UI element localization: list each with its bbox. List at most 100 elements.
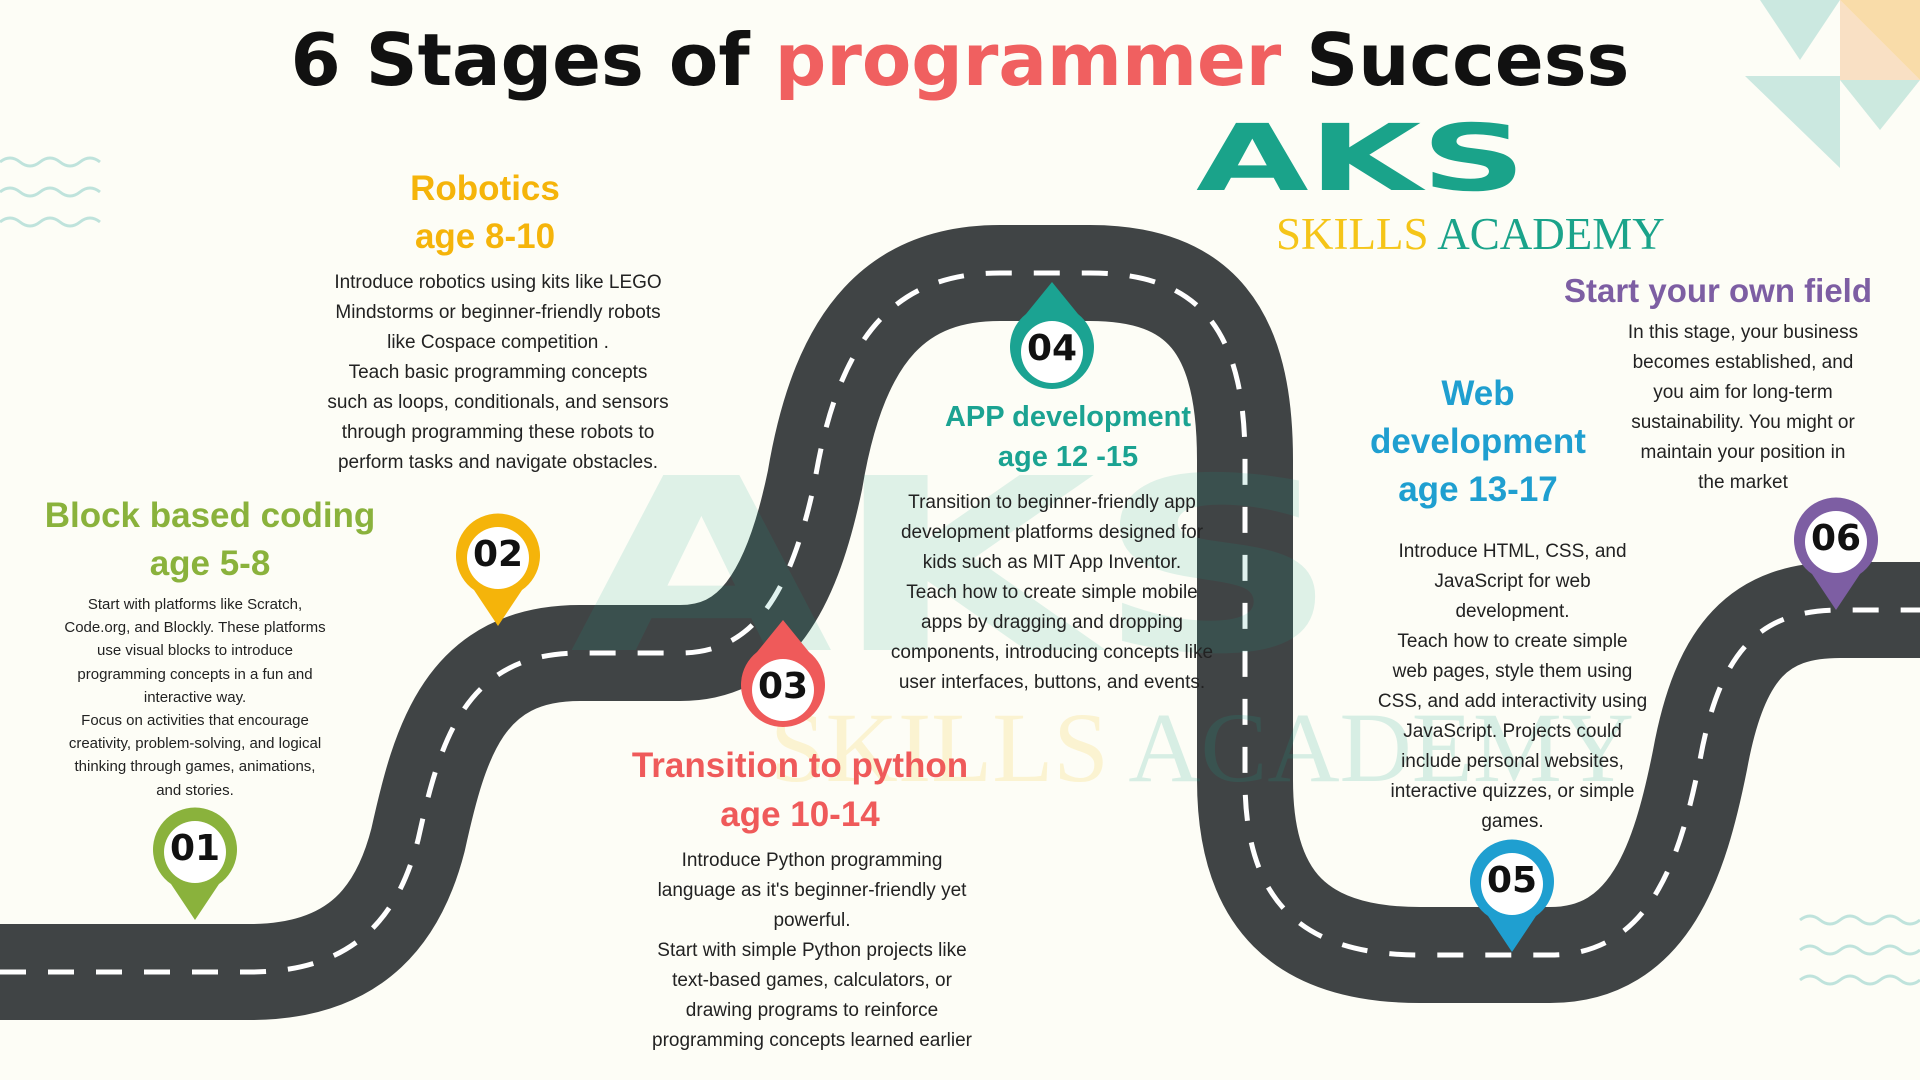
stage-2-desc-line: Teach basic programming concepts — [348, 362, 648, 383]
stage-2-title: Robotics age 8-10 — [300, 165, 670, 261]
stage-4-desc-line: user interfaces, buttons, and events. — [898, 672, 1206, 693]
stage-6-pin: 06 — [1790, 496, 1882, 612]
stage-4-title-line: APP development — [944, 401, 1192, 433]
stage-1-desc-line: thinking through games, animations, — [74, 758, 316, 776]
svg-text:AKS: AKS — [1196, 120, 1526, 200]
stage-5-desc-line: JavaScript for web — [1434, 571, 1591, 592]
map-pin-icon — [456, 513, 540, 626]
stage-6-number: 06 — [1810, 518, 1862, 559]
stage-1-title: Block based coding age 5-8 — [20, 492, 400, 588]
stage-1-title-line: Block based coding — [44, 496, 376, 535]
stage-2-title-line: age 8-10 — [414, 217, 556, 256]
stage-1-desc-line: programming concepts in a fun and — [77, 665, 313, 683]
pin-inner-circle — [752, 659, 814, 721]
pin-inner-circle — [164, 821, 226, 883]
stage-5-desc-line: Teach how to create simple — [1397, 631, 1628, 652]
stage-5-desc-line: include personal websites, — [1401, 751, 1624, 772]
stage-3-title-line: age 10-14 — [720, 795, 880, 834]
stage-4-desc-line: Teach how to create simple mobile — [906, 582, 1198, 603]
stage-5-number: 05 — [1486, 860, 1538, 901]
stage-5-title-line: age 13-17 — [1398, 470, 1558, 509]
watermark-subtitle: SKILLS ACADEMY — [770, 692, 1634, 803]
stage-6-desc-line: becomes established, and — [1632, 352, 1854, 373]
stage-6-title-line: Start your own field — [1563, 272, 1873, 309]
stage-3-pin: 03 — [737, 620, 829, 736]
stage-6-title: Start your own field — [1518, 270, 1918, 312]
map-drop-pin-icon — [1010, 282, 1094, 389]
stage-6-desc-line: the market — [1698, 472, 1788, 493]
logo-word-skills: SKILLS — [1276, 209, 1429, 259]
stage-5-desc-line: Introduce HTML, CSS, and — [1398, 541, 1627, 562]
stage-4-desc-line: kids such as MIT App Inventor. — [922, 552, 1182, 573]
stage-2-pin: 02 — [452, 512, 544, 628]
stage-2-desc-line: perform tasks and navigate obstacles. — [337, 452, 658, 473]
stage-2-title-line: Robotics — [410, 169, 560, 208]
stage-6-desc-line: you aim for long-term — [1653, 382, 1833, 403]
stage-6-description: In this stage, your business becomes est… — [1578, 318, 1908, 498]
stage-4-desc-line: components, introducing concepts like — [890, 642, 1214, 663]
stage-3-title: Transition to python age 10-14 — [590, 741, 1010, 839]
stage-2-desc-line: such as loops, conditionals, and sensors — [327, 392, 669, 413]
stage-1-number: 01 — [169, 828, 221, 869]
map-pin-icon — [153, 807, 237, 920]
stage-1-desc-line: Start with platforms like Scratch, — [87, 596, 303, 613]
stage-4-description: Transition to beginner-friendly app deve… — [852, 488, 1252, 698]
page-title: 6 Stages of programmer Success — [0, 18, 1920, 102]
stage-5-desc-line: games. — [1481, 811, 1544, 832]
stage-3-desc-line: Introduce Python programming — [681, 850, 943, 871]
stage-4-pin: 04 — [1006, 282, 1098, 398]
stage-2-description: Introduce robotics using kits like LEGO … — [288, 268, 708, 478]
stage-1-description: Start with platforms like Scratch, Code.… — [20, 593, 370, 802]
stage-5-description: Introduce HTML, CSS, and JavaScript for … — [1340, 537, 1685, 837]
aks-logo-subtitle: SKILLS ACADEMY — [1276, 208, 1665, 260]
stage-5-title-line: development — [1370, 422, 1586, 461]
stage-5-title: Web development age 13-17 — [1348, 370, 1608, 514]
stage-4-desc-line: apps by dragging and dropping — [921, 612, 1183, 633]
stage-4-desc-line: Transition to beginner-friendly app — [908, 492, 1196, 513]
stage-2-desc-line: Introduce robotics using kits like LEGO — [334, 272, 662, 293]
stage-6-desc-line: In this stage, your business — [1627, 322, 1859, 343]
stage-5-desc-line: interactive quizzes, or simple — [1390, 781, 1635, 802]
title-highlight: programmer — [774, 18, 1282, 102]
aks-logo-letters: AKS — [1196, 120, 1526, 200]
stage-3-desc-line: drawing programs to reinforce — [685, 1000, 939, 1021]
pin-inner-circle — [467, 527, 529, 589]
stage-6-desc-line: sustainability. You might or — [1631, 412, 1855, 433]
stage-3-desc-line: powerful. — [773, 910, 851, 931]
stage-1-title-line: age 5-8 — [149, 544, 271, 583]
stage-3-description: Introduce Python programming language as… — [612, 846, 1012, 1056]
triangle-decoration — [1745, 0, 1920, 168]
stage-3-desc-line: text-based games, calculators, or — [672, 970, 952, 991]
logo-word-academy: ACADEMY — [1437, 209, 1665, 259]
stage-3-desc-line: programming concepts learned earlier — [652, 1030, 972, 1051]
map-pin-icon — [1470, 839, 1554, 952]
stage-4-title-line: age 12 -15 — [997, 441, 1139, 473]
stage-1-pin: 01 — [149, 806, 241, 922]
stage-2-number: 02 — [472, 534, 524, 575]
map-pin-icon — [1794, 497, 1878, 610]
stage-5-title-line: Web — [1441, 374, 1515, 413]
svg-text:AKS: AKS — [570, 470, 1340, 670]
stage-2-desc-line: through programming these robots to — [341, 422, 655, 443]
stage-1-desc-line: creativity, problem-solving, and logical — [68, 735, 322, 753]
stage-2-desc-line: Mindstorms or beginner-friendly robots — [335, 302, 661, 323]
stage-1-desc-line: and stories. — [156, 781, 234, 799]
pin-inner-circle — [1805, 511, 1867, 573]
stage-3-title-line: Transition to python — [631, 746, 969, 785]
stage-6-desc-line: maintain your position in — [1640, 442, 1846, 463]
stage-1-desc-line: Code.org, and Blockly. These platforms — [64, 619, 326, 637]
stage-1-desc-line: Focus on activities that encourage — [81, 712, 309, 730]
title-part1: 6 Stages of — [290, 18, 750, 102]
aks-logo: AKS SKILLS ACADEMY — [1196, 120, 1665, 260]
stage-4-desc-line: development platforms designed for — [900, 522, 1204, 543]
stage-3-desc-line: language as it's beginner-friendly yet — [657, 880, 967, 901]
stage-1-desc-line: interactive way. — [143, 688, 247, 706]
pin-inner-circle — [1021, 321, 1083, 383]
stage-2-desc-line: like Cospace competition . — [387, 332, 609, 353]
title-part2: Success — [1306, 18, 1630, 102]
pin-inner-circle — [1481, 853, 1543, 915]
stage-3-desc-line: Start with simple Python projects like — [657, 940, 967, 961]
stage-5-pin: 05 — [1466, 838, 1558, 954]
